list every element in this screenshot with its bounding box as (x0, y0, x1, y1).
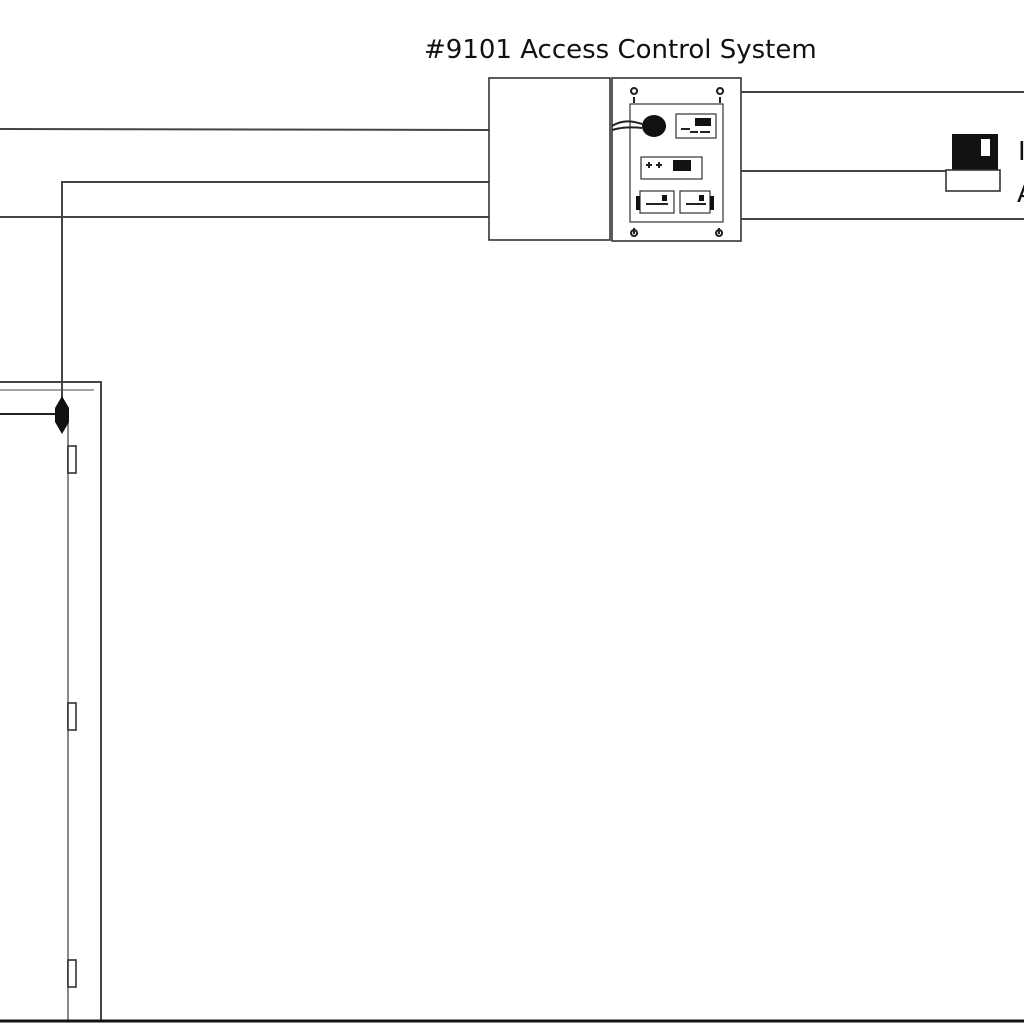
reader-base (945, 169, 1001, 192)
electric-strike-icon (55, 396, 69, 434)
hinge-middle (67, 702, 77, 731)
strike-top (55, 396, 69, 408)
relay-board-left (639, 190, 675, 214)
right-label-line-1: I (1018, 137, 1024, 167)
control-panel-icon (611, 77, 742, 242)
relay-terminal-right (710, 196, 714, 210)
board-terminals-top (681, 128, 710, 133)
enclosure-door (488, 77, 611, 241)
wire-to-lock (61, 181, 489, 408)
diagram-title: #9101 Access Control System (424, 35, 817, 65)
reader-body (952, 134, 998, 171)
relay-terminal-left (636, 196, 640, 210)
hinge-top (67, 445, 77, 474)
door-frame-outer (0, 381, 102, 1020)
relay-chip-left (662, 195, 667, 201)
board-terminals-middle (646, 162, 662, 168)
wire-group-left (0, 128, 490, 415)
panel-lead-wires (611, 120, 643, 131)
relay-chip-right (699, 195, 704, 201)
mount-hole-tl (630, 87, 639, 103)
wire-top (0, 128, 490, 131)
door-icon (0, 381, 1024, 1023)
relay-board-right (679, 190, 711, 214)
right-label-line-2: A (1017, 179, 1024, 209)
mount-hole-tr (716, 87, 725, 103)
reader-slot (981, 139, 990, 156)
controller-board-middle (640, 156, 703, 180)
board-chip-top (695, 118, 711, 126)
keypad-reader-icon (945, 134, 1001, 192)
strike-body (55, 408, 69, 422)
board-chip-middle (673, 160, 691, 171)
strike-bottom (55, 422, 69, 434)
wire-group-right (740, 91, 1024, 220)
transformer-icon (642, 115, 666, 137)
mount-hole-bl (630, 228, 639, 237)
hinge-bottom (67, 959, 77, 988)
mount-hole-br (715, 228, 724, 237)
